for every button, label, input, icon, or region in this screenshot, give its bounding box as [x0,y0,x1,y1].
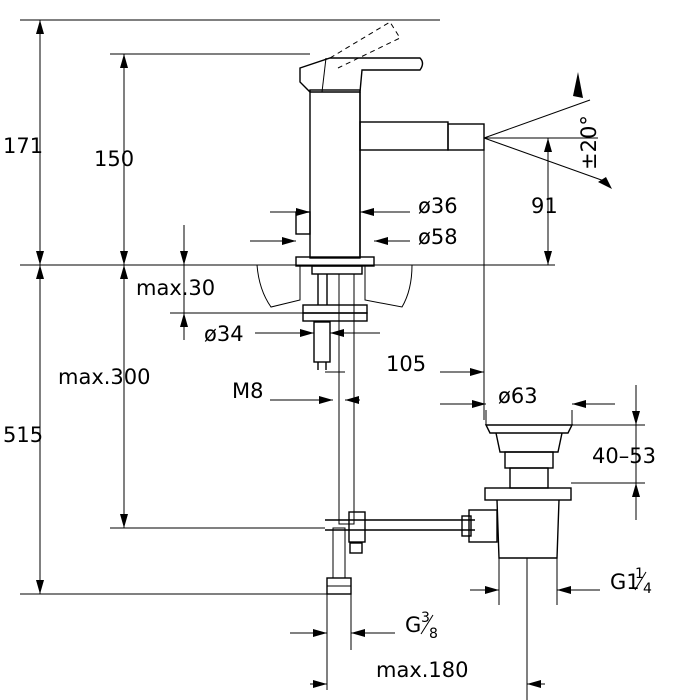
popup-rod [325,511,475,554]
dimension-diameter-34: ø34 [204,322,244,346]
g114-denominator: 4 [643,581,652,597]
dimension-max-300: max.300 [58,365,151,389]
dimension-diameter-63: ø63 [498,384,538,408]
dimension-150: 150 [94,147,134,171]
g114-numerator: 1 [635,566,644,582]
dimension-105: 105 [386,352,426,376]
dimension-m8: M8 [232,379,263,403]
g38-numerator: 3 [421,610,430,626]
dimension-lines [20,19,645,700]
countertop [20,264,555,308]
dimension-91: 91 [531,194,558,218]
dimension-max-180: max.180 [376,658,469,682]
dimension-spray-angle: ±20° [577,115,601,170]
g114-main: G1 [610,570,640,594]
dimension-515: 515 [3,423,43,447]
tap-fixing [302,265,368,595]
dimension-40-53: 40–53 [592,444,656,468]
dimension-diameter-58: ø58 [418,225,458,249]
dimension-g3-8: G 3 8 [405,610,438,642]
dimension-diameter-36: ø36 [418,194,458,218]
waste-assembly [461,424,574,559]
dimension-171: 171 [3,134,43,158]
g38-main: G [405,613,421,637]
dimension-max-30: max.30 [136,276,215,300]
g38-denominator: 8 [429,626,438,642]
dimension-g1-1-4: G1 1 4 [610,566,652,597]
